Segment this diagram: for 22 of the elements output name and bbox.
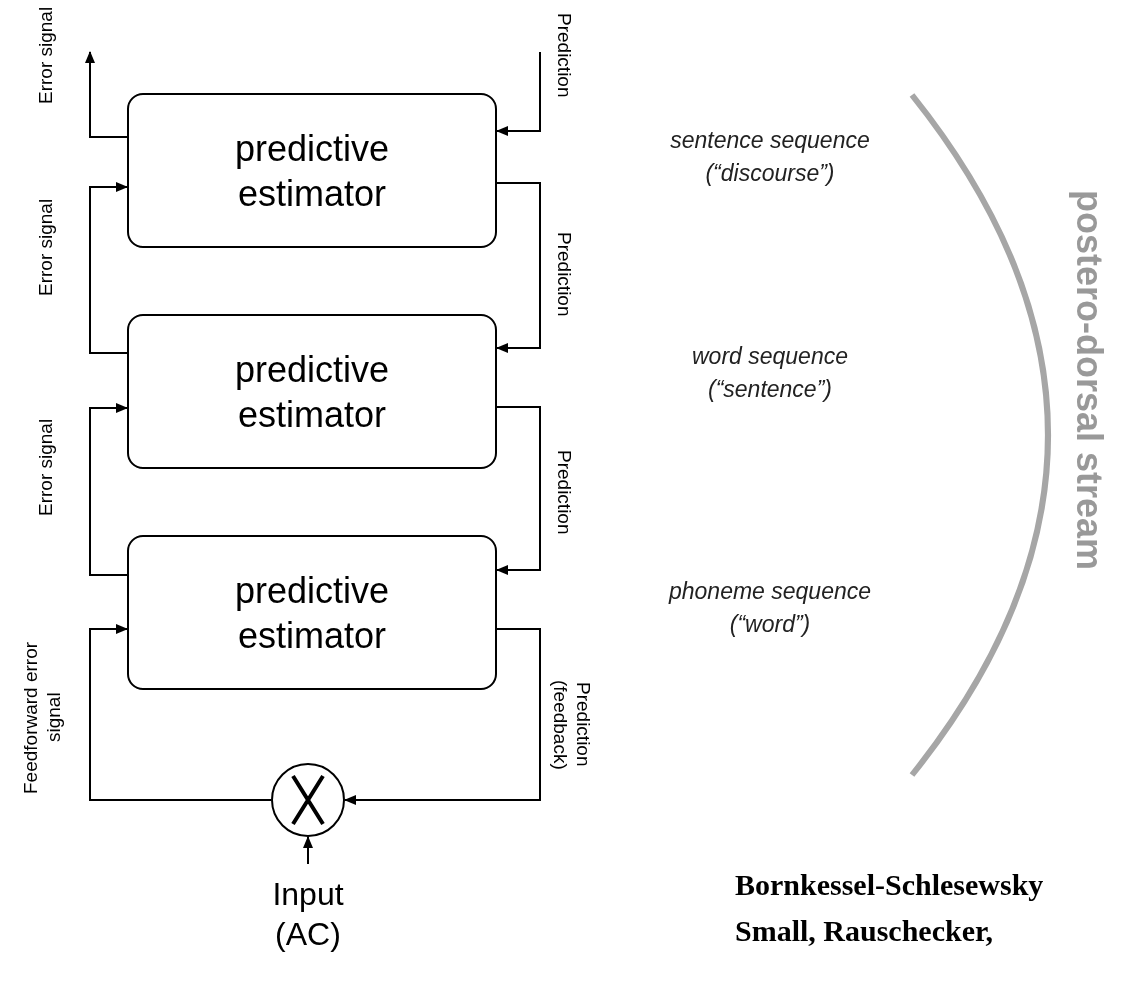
arrow: [344, 628, 541, 805]
citation-text: Small, Rauschecker,: [735, 913, 994, 949]
arrow: [85, 51, 128, 138]
arrow: [89, 624, 272, 801]
box-text: predictive estimator: [233, 126, 391, 216]
level-label: word sequence (“sentence”): [691, 342, 849, 405]
arrow: [89, 403, 128, 576]
process-box: [127, 535, 497, 690]
arrow: [303, 836, 313, 865]
input-label: Input (AC): [271, 875, 345, 954]
process-box: [127, 93, 497, 248]
arrow: [496, 51, 541, 136]
box-text: predictive estimator: [233, 347, 391, 437]
arrow: [496, 406, 541, 575]
level-label: phoneme sequence (“word”): [667, 577, 873, 640]
process-box: [127, 314, 497, 469]
box-text: predictive estimator: [233, 568, 391, 658]
arrow: [89, 182, 128, 354]
citation-text: Bornkessel-Schlesewsky: [735, 867, 1044, 903]
level-label: sentence sequence (“discourse”): [669, 126, 871, 189]
stream-label: postero-dorsal stream: [1068, 190, 1111, 571]
arrow: [496, 182, 541, 353]
